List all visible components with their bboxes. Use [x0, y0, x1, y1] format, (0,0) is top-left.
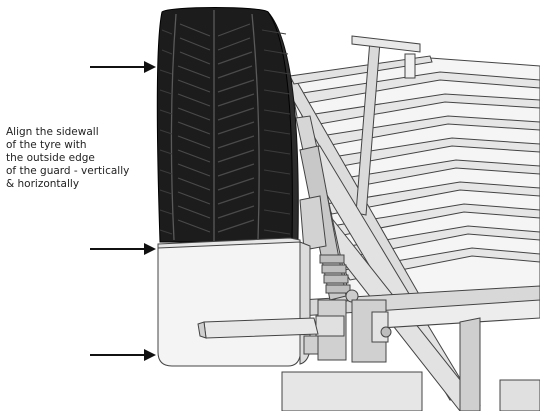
deck-far-rail	[289, 55, 433, 85]
mudguard	[157, 237, 319, 367]
tread-shoulder-blocks	[159, 29, 291, 235]
drawbar	[351, 35, 421, 216]
instruction-line: the outside edge	[6, 152, 95, 164]
tyre-tread	[156, 7, 293, 243]
pointer-arrows	[90, 61, 156, 361]
tyre	[156, 7, 299, 243]
arrow-tyre-top	[90, 61, 156, 73]
guard-mount-bracket	[197, 317, 319, 355]
instruction-line: of the guard - vertically	[6, 165, 130, 177]
instruction-line: & horizontally	[6, 178, 80, 190]
suspension	[295, 115, 392, 363]
arrow-guard-bottom	[90, 349, 156, 361]
tread-pattern	[170, 10, 260, 242]
spring-hanger	[315, 299, 392, 363]
guard-face	[157, 241, 301, 367]
instruction-line: of the tyre with	[6, 139, 87, 151]
trailer-deck	[283, 55, 540, 305]
arrow-guard-top	[90, 243, 156, 255]
instruction-line: Align the sidewall	[6, 126, 99, 138]
chassis	[281, 145, 540, 411]
tread-grooves	[177, 23, 255, 233]
u-bolts	[319, 254, 359, 303]
alignment-instruction: Align the sidewall of the tyre with the …	[6, 126, 156, 191]
